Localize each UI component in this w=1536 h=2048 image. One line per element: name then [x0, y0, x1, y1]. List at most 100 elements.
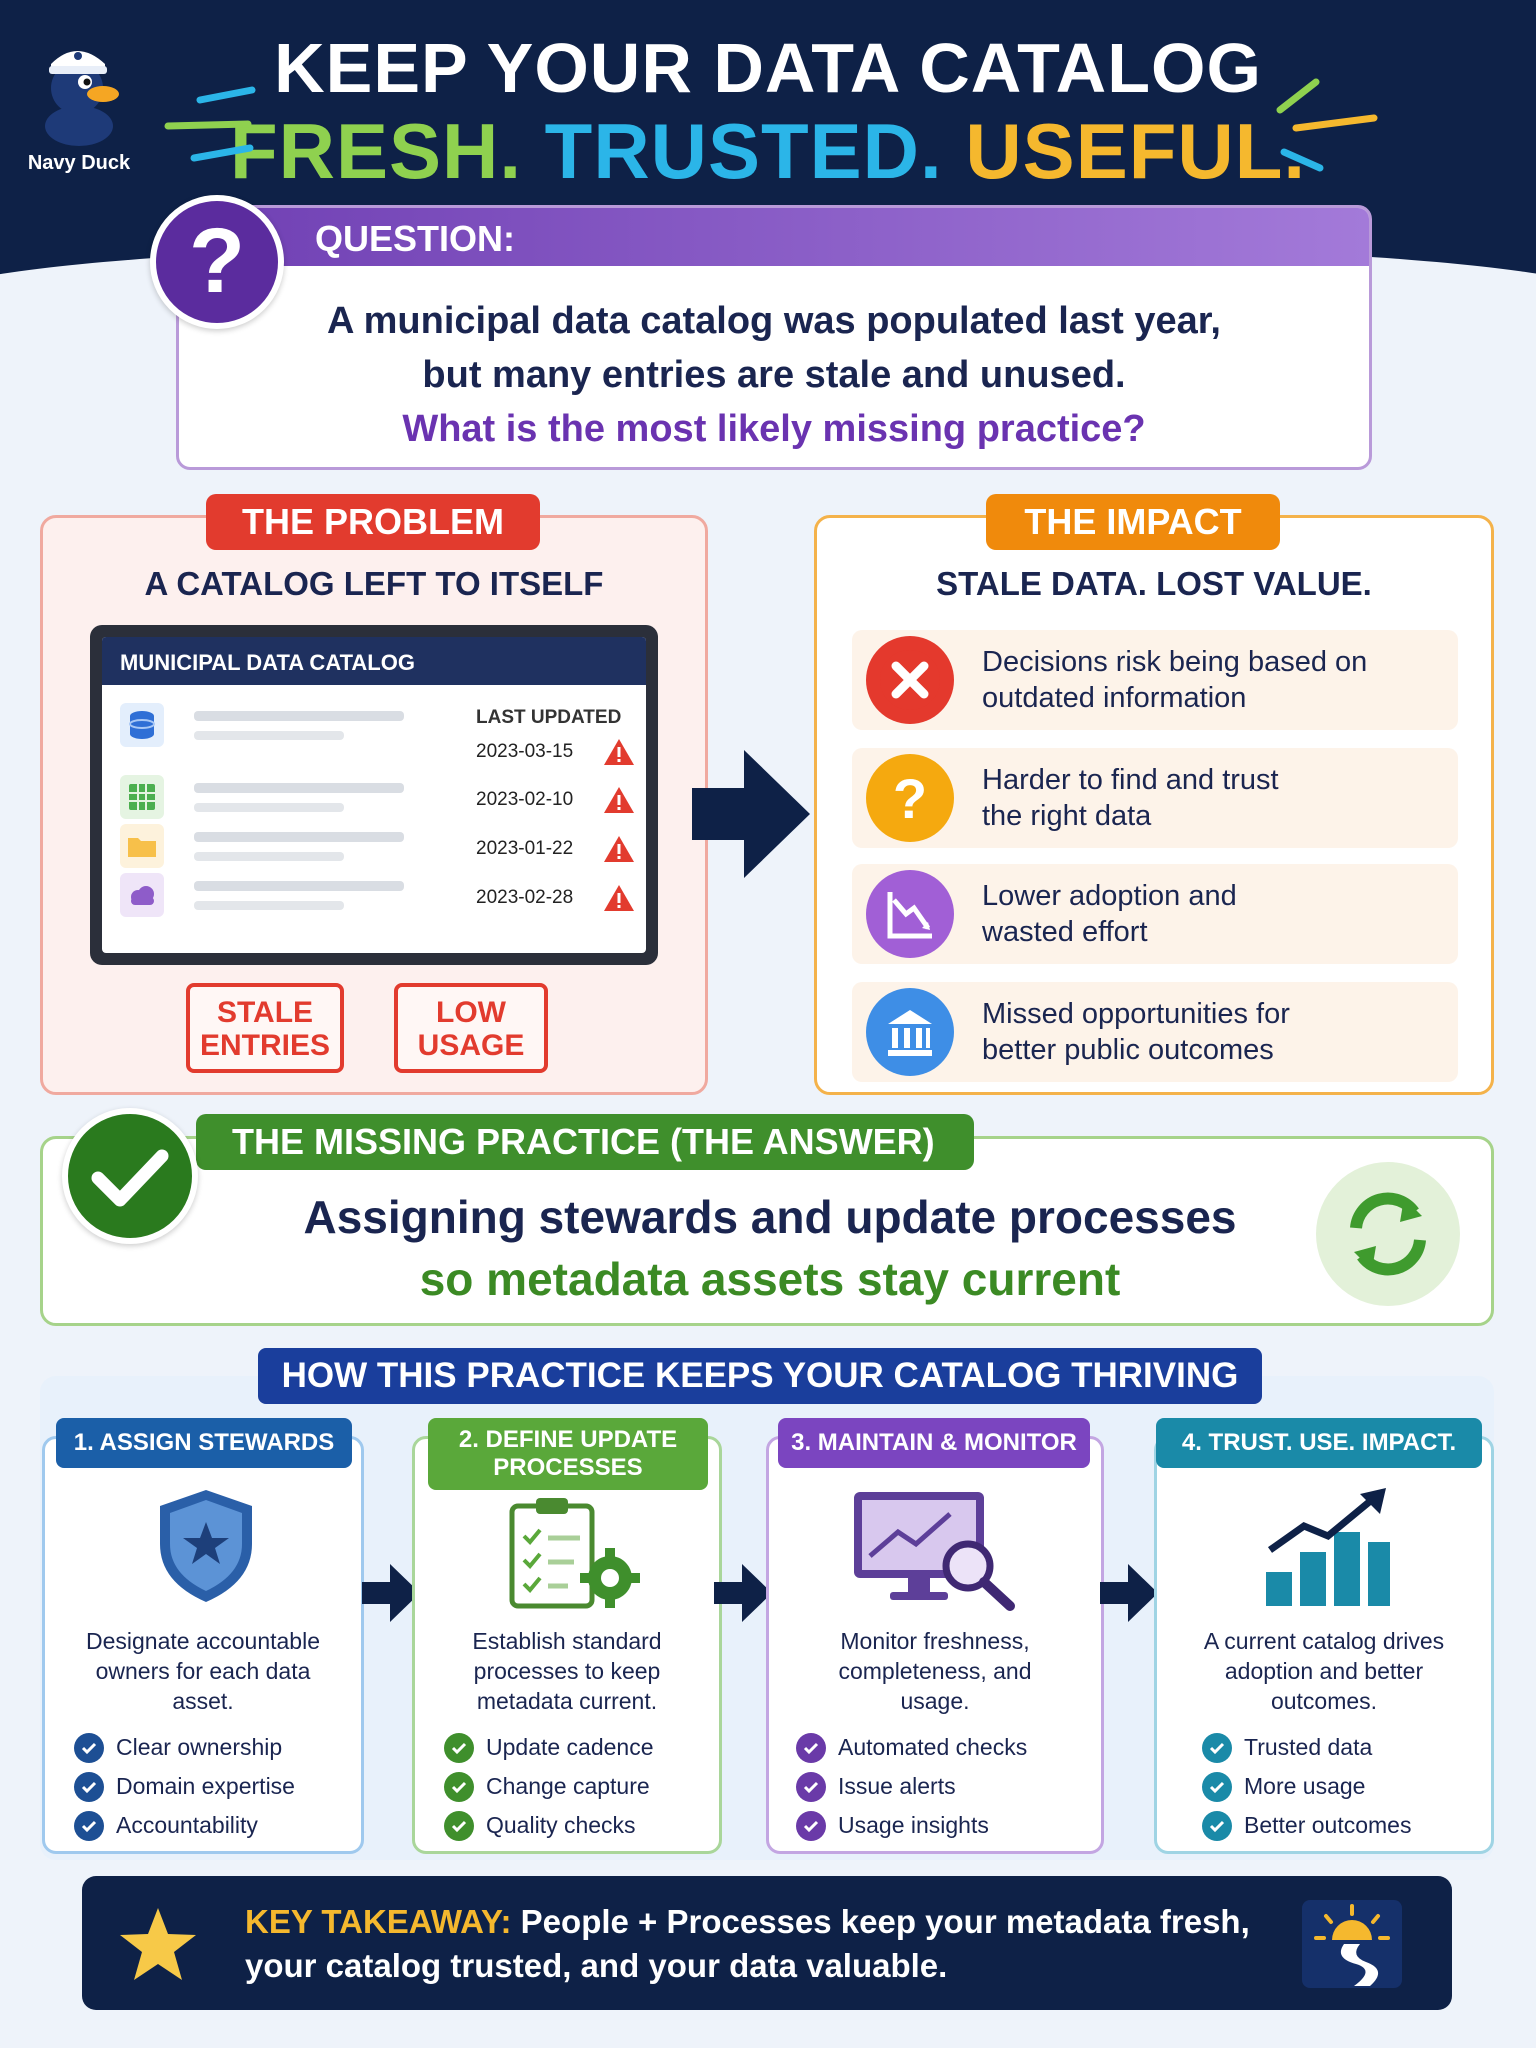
- star-icon: [120, 1908, 196, 1980]
- list-item: Update cadence: [444, 1728, 654, 1767]
- check-icon: [1202, 1732, 1232, 1763]
- page-title: KEEP YOUR DATA CATALOG: [274, 29, 1262, 107]
- bullet-text: Change capture: [486, 1773, 650, 1799]
- bullet-text: Issue alerts: [838, 1773, 956, 1799]
- bullet-text: Accountability: [116, 1812, 258, 1838]
- check-icon: [62, 1108, 198, 1244]
- stamp-line: ENTRIES: [199, 1029, 331, 1062]
- list-item: More usage: [1202, 1767, 1411, 1806]
- arrow-right-icon: [714, 1564, 772, 1622]
- sparkle-right-icon: [1276, 78, 1378, 172]
- x-icon: [866, 636, 954, 724]
- cloud-icon: [120, 873, 164, 917]
- row-date: 2023-03-15: [476, 741, 574, 762]
- check-icon: [796, 1771, 826, 1802]
- label-line: PROCESSES: [493, 1454, 643, 1481]
- government-building-icon: [866, 988, 954, 1076]
- duck-icon: [45, 51, 119, 146]
- brand-name: Navy Duck: [27, 152, 131, 174]
- impact-text: Missed opportunities for better public ou…: [982, 996, 1290, 1068]
- desc-line: outcomes.: [1270, 1688, 1378, 1714]
- row-date: 2023-02-10: [476, 789, 574, 810]
- check-icon: [1202, 1810, 1232, 1841]
- step-1-bullets: Clear ownership Domain expertise Account…: [74, 1728, 295, 1845]
- impact-line: Lower adoption and: [982, 880, 1237, 912]
- takeaway-line-1: People + Processes keep your metadata fr…: [511, 1903, 1250, 1940]
- list-item: Accountability: [74, 1806, 295, 1845]
- check-icon: [1202, 1771, 1232, 1802]
- impact-line: the right data: [982, 800, 1152, 832]
- step-1-label: 1. ASSIGN STEWARDS: [56, 1418, 352, 1468]
- bullet-text: Update cadence: [486, 1734, 654, 1760]
- check-icon: [444, 1732, 474, 1763]
- arrow-right-icon: [1100, 1564, 1158, 1622]
- takeaway-label: KEY TAKEAWAY:: [245, 1903, 512, 1940]
- check-icon: [444, 1810, 474, 1841]
- arrow-right-icon: [362, 1564, 420, 1622]
- list-item: Domain expertise: [74, 1767, 295, 1806]
- question-line-3: What is the most likely missing practice…: [402, 408, 1146, 450]
- question-mark-icon: ?: [150, 195, 284, 329]
- warning-icon: [604, 739, 634, 765]
- bullet-text: Clear ownership: [116, 1734, 283, 1760]
- question-line-1: A municipal data catalog was populated l…: [327, 300, 1221, 342]
- problem-tag: THE PROBLEM: [206, 494, 540, 550]
- bullet-text: Usage insights: [838, 1812, 989, 1838]
- tagline-useful: USEFUL.: [965, 107, 1307, 195]
- key-takeaway-banner: KEY TAKEAWAY: People + Processes keep yo…: [82, 1876, 1452, 2010]
- bullet-text: Automated checks: [838, 1734, 1028, 1760]
- tagline-trusted: TRUSTED.: [544, 107, 943, 195]
- impact-line: Missed opportunities for: [982, 998, 1290, 1030]
- arrow-right-icon: [692, 750, 810, 878]
- database-icon: [120, 703, 164, 747]
- list-item: Trusted data: [1202, 1728, 1411, 1767]
- desc-line: usage.: [900, 1688, 970, 1714]
- svg-text:?: ?: [893, 767, 927, 830]
- step-3-label: 3. MAINTAIN & MONITOR: [778, 1418, 1090, 1468]
- refresh-icon: [1316, 1162, 1460, 1306]
- sunrise-road-icon: [1302, 1900, 1402, 1988]
- tagline-fresh: FRESH.: [229, 107, 522, 195]
- checklist-gear-icon: [509, 1498, 640, 1609]
- check-icon: [796, 1810, 826, 1841]
- check-icon: [74, 1771, 104, 1802]
- check-icon: [444, 1771, 474, 1802]
- bullet-text: Better outcomes: [1244, 1812, 1412, 1838]
- catalog-window-title: MUNICIPAL DATA CATALOG: [102, 637, 646, 685]
- step-4-label: 4. TRUST. USE. IMPACT.: [1156, 1418, 1482, 1468]
- answer-line-1: Assigning stewards and update processes: [303, 1191, 1237, 1243]
- list-item: Issue alerts: [796, 1767, 1027, 1806]
- bullet-text: Domain expertise: [116, 1773, 295, 1799]
- stale-entries-stamp: STALE ENTRIES: [186, 983, 344, 1073]
- desc-line: Monitor freshness,: [840, 1628, 1030, 1654]
- desc-line: processes to keep: [473, 1658, 661, 1684]
- stamp-line: USAGE: [417, 1029, 525, 1062]
- question-icon: ?: [866, 754, 954, 842]
- desc-line: adoption and better: [1224, 1658, 1424, 1684]
- catalog-row: 2023-03-15: [102, 703, 646, 765]
- check-icon: [74, 1732, 104, 1763]
- desc-line: asset.: [172, 1688, 234, 1714]
- monitor-magnifier-icon: [854, 1492, 1015, 1611]
- spreadsheet-icon: [120, 775, 164, 819]
- catalog-monitor: MUNICIPAL DATA CATALOG LAST UPDATED 2023…: [90, 625, 658, 965]
- catalog-row: 2023-02-28: [102, 849, 646, 917]
- stamp-line: LOW: [436, 996, 506, 1029]
- impact-line: better public outcomes: [982, 1034, 1274, 1066]
- takeaway-line-2: your catalog trusted, and your data valu…: [245, 1947, 948, 1984]
- page-tagline: FRESH. TRUSTED. USEFUL.: [0, 106, 1536, 197]
- question-text: A municipal data catalog was populated l…: [179, 294, 1369, 456]
- list-item: Better outcomes: [1202, 1806, 1411, 1845]
- takeaway-text: KEY TAKEAWAY: People + Processes keep yo…: [245, 1900, 1250, 1988]
- desc-line: Establish standard: [472, 1628, 662, 1654]
- low-usage-stamp: LOW USAGE: [394, 983, 548, 1073]
- step-3-bullets: Automated checks Issue alerts Usage insi…: [796, 1728, 1027, 1845]
- catalog-row: 2023-02-10: [102, 751, 646, 819]
